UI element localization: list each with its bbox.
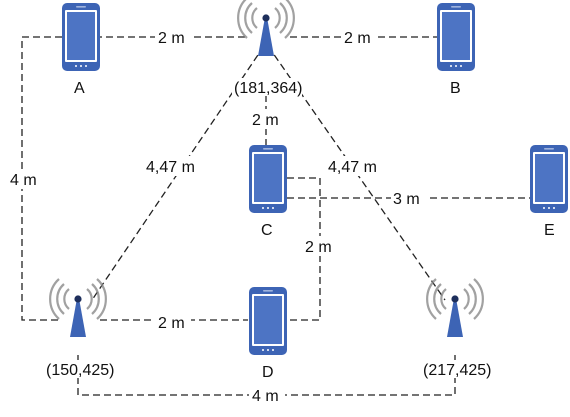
phone-c: C xyxy=(249,145,287,239)
phone-d-label: D xyxy=(262,364,274,381)
antenna-tower-icon xyxy=(49,277,107,339)
edge-label-top-b: 2 m xyxy=(344,30,371,47)
edge-label-top-c: 2 m xyxy=(252,112,279,129)
edge-labels: 2 m 2 m 2 m 4 m 4,47 m 4,47 m 3 m 2 m 2 … xyxy=(8,27,427,406)
tower-top-coord: (181,364) xyxy=(234,80,303,97)
phone-e-label: E xyxy=(544,222,555,239)
phone-a-label: A xyxy=(74,80,85,97)
phone-d: D xyxy=(249,287,287,381)
edge-top-left xyxy=(91,45,265,301)
smartphone-icon xyxy=(62,3,100,71)
phone-a: A xyxy=(62,3,100,97)
edge-label-top-right: 4,47 m xyxy=(328,159,377,176)
phone-c-label: C xyxy=(261,222,273,239)
phone-e: E xyxy=(530,145,568,239)
edge-label-top-left: 4,47 m xyxy=(146,159,195,176)
antenna-tower-icon xyxy=(237,0,295,58)
smartphone-icon xyxy=(437,3,475,71)
phone-b: B xyxy=(437,3,475,97)
edge-label-a-left: 4 m xyxy=(10,172,37,189)
smartphone-icon xyxy=(249,145,287,213)
smartphone-icon xyxy=(530,145,568,213)
edge-label-c-e: 3 m xyxy=(393,191,420,208)
edge-label-left-d: 2 m xyxy=(158,315,185,332)
edge-label-a-top: 2 m xyxy=(158,30,185,47)
edge-label-c-d: 2 m xyxy=(305,239,332,256)
tower-top: (181,364) xyxy=(232,0,303,97)
tower-left: (150,425) xyxy=(44,277,115,379)
smartphone-icon xyxy=(249,287,287,355)
tower-right: (217,425) xyxy=(421,277,492,379)
antenna-tower-icon xyxy=(426,277,484,339)
tower-right-coord: (217,425) xyxy=(423,362,492,379)
phone-b-label: B xyxy=(450,80,461,97)
edge-label-left-right: 4 m xyxy=(252,388,279,405)
tower-left-coord: (150,425) xyxy=(46,362,115,379)
